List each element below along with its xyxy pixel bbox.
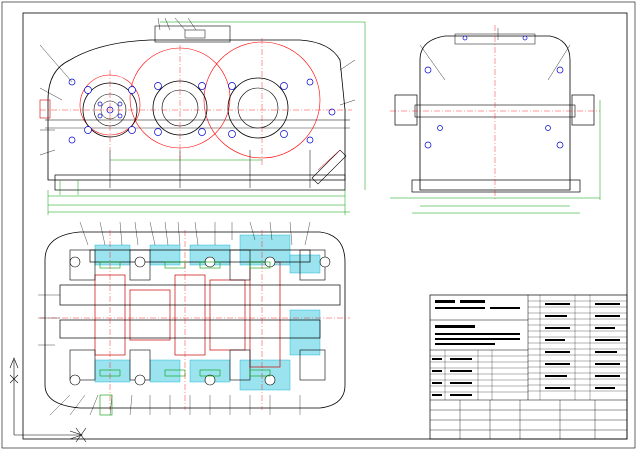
- side-housing: [419, 35, 571, 191]
- oil-gauge: [311, 149, 347, 185]
- plan-leaders-bottom: [49, 394, 301, 416]
- plan-shafts: [59, 249, 341, 339]
- parts-list-rows: [430, 295, 627, 400]
- housing-outline: [47, 39, 346, 181]
- parts-list-text-blocks: [432, 300, 620, 396]
- front-dimensions: [47, 21, 366, 215]
- front-view: [39, 17, 366, 215]
- front-leaders: [39, 17, 356, 156]
- input-shaft-end: [39, 99, 51, 119]
- ucs-axis-icon: [9, 357, 87, 443]
- housing-base: [54, 174, 346, 191]
- inner-border: [22, 12, 628, 440]
- bolt-heads: [68, 78, 336, 144]
- side-base: [411, 179, 581, 193]
- side-dimensions: [390, 100, 601, 214]
- plan-housing: [44, 231, 346, 409]
- side-shaft-right: [571, 94, 595, 126]
- side-shaft-left: [394, 94, 418, 126]
- plan-section: [38, 221, 350, 416]
- plan-gears: [94, 261, 281, 368]
- side-view: [390, 25, 601, 214]
- plan-circles: [69, 256, 331, 386]
- side-bolts: [424, 35, 564, 149]
- bearing-cap-3: [227, 77, 289, 139]
- inspection-cover: [154, 25, 231, 43]
- center-lines-front: [40, 38, 352, 165]
- plan-leaders-top: [79, 221, 311, 246]
- title-block: [429, 294, 628, 440]
